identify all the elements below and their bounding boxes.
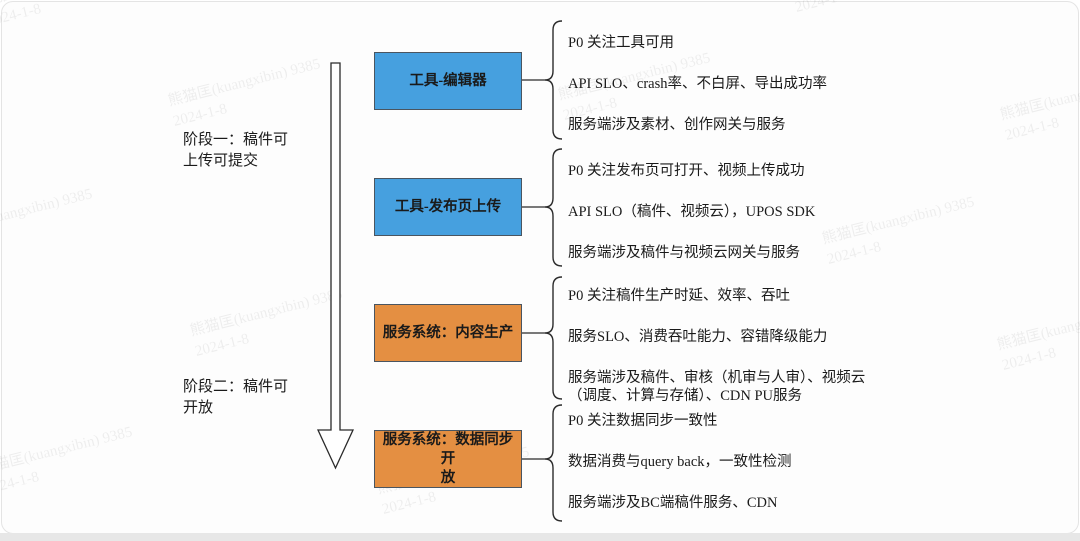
node-box-tool-editor: 工具-编辑器	[374, 52, 522, 110]
down-arrow-icon	[316, 62, 355, 470]
item-list-group-2: P0 关注发布页可打开、视频上传成功 API SLO（稿件、视频云），UPOS …	[568, 162, 1068, 285]
node-box-service-data-sync-open: 服务系统：数据同步开 放	[374, 430, 522, 488]
list-item: API SLO（稿件、视频云），UPOS SDK	[568, 204, 816, 220]
list-item: 服务端涉及BC端稿件服务、CDN	[568, 495, 778, 511]
brace-group-4	[522, 404, 563, 522]
item-list-group-4: P0 关注数据同步一致性 数据消费与query back，一致性检测 服务端涉及…	[568, 412, 1068, 535]
item-list-group-1: P0 关注工具可用 API SLO、crash率、不白屏、导出成功率 服务端涉及…	[568, 34, 1068, 157]
list-item: 数据消费与query back，一致性检测	[568, 454, 792, 470]
item-list-group-3: P0 关注稿件生产时延、效率、吞吐 服务SLO、消费吞吐能力、容错降级能力 服务…	[568, 287, 1068, 428]
list-item: 服务SLO、消费吞吐能力、容错降级能力	[568, 329, 828, 345]
node-box-service-content-production: 服务系统：内容生产	[374, 304, 522, 362]
bottom-strip	[0, 533, 1080, 541]
brace-group-2	[522, 148, 563, 267]
brace-group-3	[522, 276, 563, 400]
list-item: 服务端涉及稿件与视频云网关与服务	[568, 245, 800, 261]
brace-group-1	[522, 20, 563, 140]
list-item: P0 关注工具可用	[568, 35, 674, 51]
phase-1-label: 阶段一：稿件可 上传可提交	[183, 132, 289, 169]
list-item: P0 关注发布页可打开、视频上传成功	[568, 163, 805, 179]
list-item: 服务端涉及稿件、审核（机审与人审）、视频云 （调度、计算与存储）、CDN PU服…	[568, 370, 866, 404]
list-item: 服务端涉及素材、创作网关与服务	[568, 117, 786, 133]
list-item: API SLO、crash率、不白屏、导出成功率	[568, 76, 827, 92]
list-item: P0 关注数据同步一致性	[568, 413, 718, 429]
node-box-tool-publish-upload: 工具-发布页上传	[374, 178, 522, 236]
phase-2-label: 阶段二：稿件可 开放	[183, 379, 289, 416]
list-item: P0 关注稿件生产时延、效率、吞吐	[568, 288, 790, 304]
